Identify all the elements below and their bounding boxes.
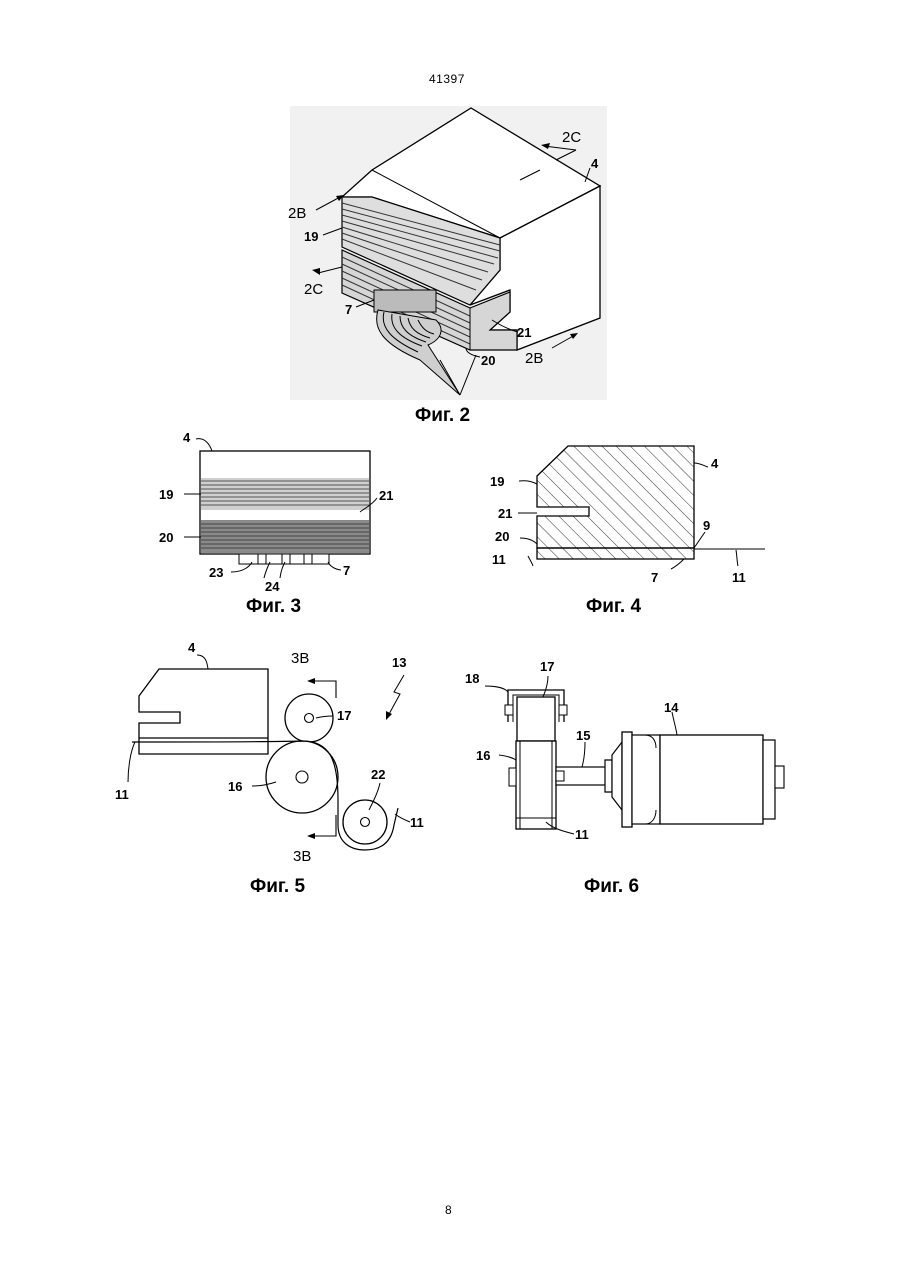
fig6-label-16: 16 [476,748,490,763]
fig6-label-11: 11 [575,827,589,842]
fig6-leader [485,686,508,692]
fig6-roller-17 [517,697,555,741]
fig6-label-18: 18 [465,671,479,686]
figure-6-caption: Фиг. 6 [584,876,639,898]
fig6-leader [543,676,548,697]
fig6-leader [499,755,516,760]
fig6-label-14: 14 [664,700,679,715]
fig6-leader [582,742,585,767]
fig6-leader [672,712,677,735]
fig6-shaft-15 [556,767,608,785]
fig6-label-17: 17 [540,659,554,674]
fig6-motor-14 [605,732,784,827]
fig6-roller-16 [509,741,556,829]
page-footer-number: 8 [445,1203,452,1217]
fig6-label-15: 15 [576,728,590,743]
